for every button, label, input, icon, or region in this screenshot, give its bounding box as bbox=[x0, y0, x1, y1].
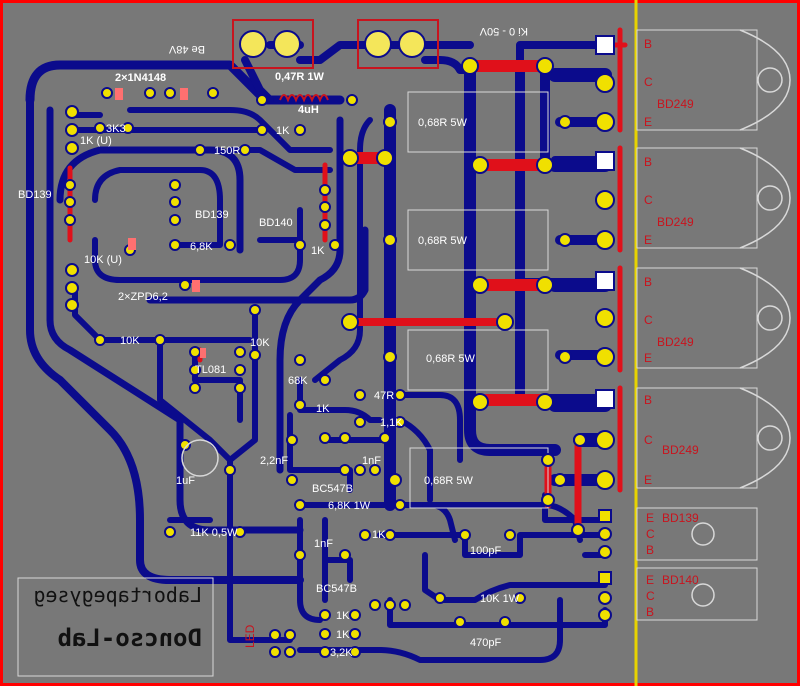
terminal-input bbox=[232, 19, 314, 69]
small-pin-e-2: E bbox=[646, 573, 654, 587]
pin-b-1: B bbox=[644, 37, 652, 51]
r-47r-label: 47R bbox=[374, 390, 394, 402]
pin-c-4: C bbox=[644, 433, 653, 447]
r3-label: 0,68R 5W bbox=[426, 353, 476, 365]
q2-label: BD249 bbox=[657, 215, 694, 229]
screw-terminals bbox=[232, 19, 439, 69]
diodes-label: 2×1N4148 bbox=[115, 72, 166, 84]
bd139-right-label: BD139 bbox=[662, 511, 699, 525]
c-22nf-label: 2,2nF bbox=[260, 455, 288, 467]
pin-e-2: E bbox=[644, 233, 652, 247]
opamp-label: TL081 bbox=[195, 364, 226, 376]
r-10k-u-label: 10K (U) bbox=[84, 254, 122, 266]
r-1k-a-label: 1K bbox=[276, 125, 290, 137]
r-10k-a-label: 10K bbox=[120, 335, 140, 347]
small-pin-b-2: B bbox=[646, 605, 654, 619]
small-pin-c-2: C bbox=[646, 589, 655, 603]
r-11k-label: 1,1K bbox=[380, 417, 403, 429]
power-out-label: Ki 0 - 50V bbox=[479, 25, 528, 37]
labels: Be 48V Ki 0 - 50V 0,47R 1W 4uH 2×1N4148 … bbox=[18, 25, 699, 659]
r-11k-05-label: 11K 0,5W bbox=[190, 527, 238, 539]
inductor-coil bbox=[279, 94, 329, 103]
pin-e-4: E bbox=[644, 473, 652, 487]
r-3k3-label: 3K3 bbox=[106, 123, 126, 135]
pin-c-3: C bbox=[644, 313, 653, 327]
r-32k-label: 3,2K bbox=[330, 647, 353, 659]
power-resistor-outlines bbox=[17, 29, 758, 677]
pin-e-3: E bbox=[644, 351, 652, 365]
q3-label: BD249 bbox=[657, 335, 694, 349]
c-1nf-b-label: 1nF bbox=[314, 538, 333, 550]
pin-b-3: B bbox=[644, 275, 652, 289]
pads bbox=[64, 30, 615, 658]
r2-label: 0,68R 5W bbox=[418, 235, 468, 247]
zener-label: 2×ZPD6,2 bbox=[118, 291, 168, 303]
r-1k-f-label: 1K bbox=[336, 629, 350, 641]
power-transistor-bodies bbox=[691, 29, 791, 607]
r4-label: 0,68R 5W bbox=[424, 475, 474, 487]
r-150-label: 150R bbox=[214, 145, 240, 157]
c-1nf-a-label: 1nF bbox=[362, 455, 381, 467]
r-1k-c-label: 1K bbox=[316, 403, 330, 415]
r-1k-e-label: 1K bbox=[336, 610, 350, 622]
bd140-mid-label: BD140 bbox=[259, 217, 293, 229]
small-pin-c-1: C bbox=[646, 527, 655, 541]
r-10k1w-label: 10K 1W bbox=[480, 593, 520, 605]
pin-b-2: B bbox=[644, 155, 652, 169]
r-68k1w-label: 6,8K 1W bbox=[328, 500, 371, 512]
r-10k-b-label: 10K bbox=[250, 337, 270, 349]
r-68k-b-label: 68K bbox=[288, 375, 308, 387]
r-1k-b-label: 1K bbox=[311, 245, 325, 257]
brand-line-2: Doncso-Lab bbox=[58, 624, 203, 652]
led-label: LED bbox=[243, 624, 257, 648]
electrolytic-capacitor-body bbox=[181, 439, 219, 477]
bd139-mid-label: BD139 bbox=[195, 209, 229, 221]
q4-label: BD249 bbox=[662, 443, 699, 457]
pin-e-1: E bbox=[644, 115, 652, 129]
pin-c-2: C bbox=[644, 193, 653, 207]
shunt-label: 0,47R 1W bbox=[275, 71, 325, 83]
terminal-output bbox=[357, 19, 439, 69]
c-100pf-label: 100pF bbox=[470, 545, 501, 557]
diode-bodies bbox=[115, 88, 206, 358]
small-pin-b-1: B bbox=[646, 543, 654, 557]
q1-label: BD249 bbox=[657, 97, 694, 111]
inductor-label: 4uH bbox=[298, 104, 319, 116]
bd140-right-label: BD140 bbox=[662, 573, 699, 587]
c-470pf-label: 470pF bbox=[470, 637, 501, 649]
power-in-label: Be 48V bbox=[168, 43, 205, 55]
bc547-a-label: BC547B bbox=[312, 483, 353, 495]
small-pin-e-1: E bbox=[646, 511, 654, 525]
c-1uf-label: 1uF bbox=[176, 475, 195, 487]
pin-c-1: C bbox=[644, 75, 653, 89]
bd139-left-label: BD139 bbox=[18, 189, 52, 201]
r-68k-label: 6,8K bbox=[190, 241, 213, 253]
r-1k-d-label: 1K bbox=[372, 529, 386, 541]
r-1k-u-label: 1K (U) bbox=[80, 135, 112, 147]
bc547-b-label: BC547B bbox=[316, 583, 357, 595]
brand-line-1: Labortapegyseg bbox=[33, 583, 202, 607]
pin-b-4: B bbox=[644, 393, 652, 407]
r1-label: 0,68R 5W bbox=[418, 117, 468, 129]
